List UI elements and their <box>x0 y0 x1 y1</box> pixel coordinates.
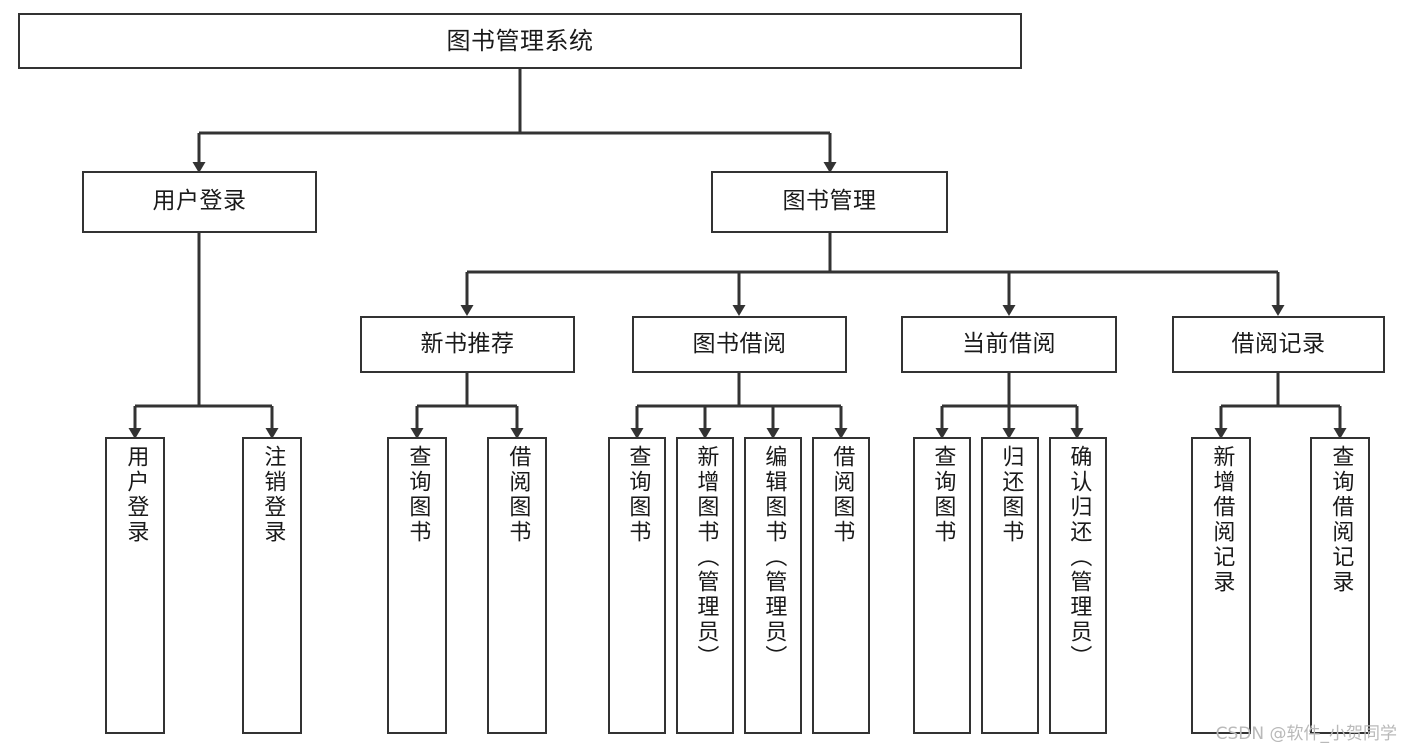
node-leaf-search-book-recommend-label: 查询图书 <box>405 445 431 545</box>
node-leaf-search-book-current[interactable]: 查询图书 <box>913 437 971 734</box>
node-leaf-search-book-current-label: 查询图书 <box>930 445 956 545</box>
node-leaf-search-book-borrow-label: 查询图书 <box>625 445 651 545</box>
node-user-login-label: 用户登录 <box>152 188 247 215</box>
node-root-system[interactable]: 图书管理系统 <box>18 13 1022 69</box>
node-leaf-edit-book-admin[interactable]: 编辑图书（管理员） <box>744 437 802 734</box>
node-current-borrow-label: 当前借阅 <box>962 330 1056 357</box>
node-leaf-return-book[interactable]: 归还图书 <box>981 437 1039 734</box>
node-leaf-borrow-book[interactable]: 借阅图书 <box>812 437 870 734</box>
node-leaf-add-book-admin-label: 新增图书（管理员） <box>693 445 719 670</box>
node-leaf-user-login[interactable]: 用户登录 <box>105 437 165 734</box>
node-leaf-borrow-book-recommend-label: 借阅图书 <box>505 445 531 545</box>
node-book-management[interactable]: 图书管理 <box>711 171 948 233</box>
csdn-watermark: CSDN @软件_小贺同学 <box>1215 724 1397 744</box>
node-leaf-edit-book-admin-label: 编辑图书（管理员） <box>761 445 787 670</box>
node-leaf-add-book-admin[interactable]: 新增图书（管理员） <box>676 437 734 734</box>
node-book-borrow-label: 图书借阅 <box>692 330 787 357</box>
node-borrow-record-label: 借阅记录 <box>1231 330 1326 357</box>
node-leaf-search-book-recommend[interactable]: 查询图书 <box>387 437 447 734</box>
node-leaf-search-borrow-record[interactable]: 查询借阅记录 <box>1310 437 1370 734</box>
node-leaf-borrow-book-recommend[interactable]: 借阅图书 <box>487 437 547 734</box>
node-leaf-add-borrow-record-label: 新增借阅记录 <box>1209 445 1235 595</box>
node-leaf-confirm-return-admin[interactable]: 确认归还（管理员） <box>1049 437 1107 734</box>
node-leaf-search-book-borrow[interactable]: 查询图书 <box>608 437 666 734</box>
node-current-borrow[interactable]: 当前借阅 <box>901 316 1117 373</box>
node-new-book-recommend-label: 新书推荐 <box>420 330 515 357</box>
node-root-system-label: 图书管理系统 <box>446 26 594 55</box>
node-leaf-return-book-label: 归还图书 <box>998 445 1024 545</box>
node-leaf-logout-label: 注销登录 <box>260 445 286 545</box>
node-new-book-recommend[interactable]: 新书推荐 <box>360 316 575 373</box>
node-book-management-label: 图书管理 <box>782 188 877 215</box>
node-leaf-borrow-book-label: 借阅图书 <box>829 445 855 545</box>
node-leaf-logout[interactable]: 注销登录 <box>242 437 302 734</box>
node-leaf-confirm-return-admin-label: 确认归还（管理员） <box>1066 445 1092 670</box>
node-book-borrow[interactable]: 图书借阅 <box>632 316 847 373</box>
node-leaf-add-borrow-record[interactable]: 新增借阅记录 <box>1191 437 1251 734</box>
node-leaf-user-login-label: 用户登录 <box>123 445 149 545</box>
node-user-login[interactable]: 用户登录 <box>82 171 317 233</box>
node-leaf-search-borrow-record-label: 查询借阅记录 <box>1328 445 1354 595</box>
node-borrow-record[interactable]: 借阅记录 <box>1172 316 1385 373</box>
